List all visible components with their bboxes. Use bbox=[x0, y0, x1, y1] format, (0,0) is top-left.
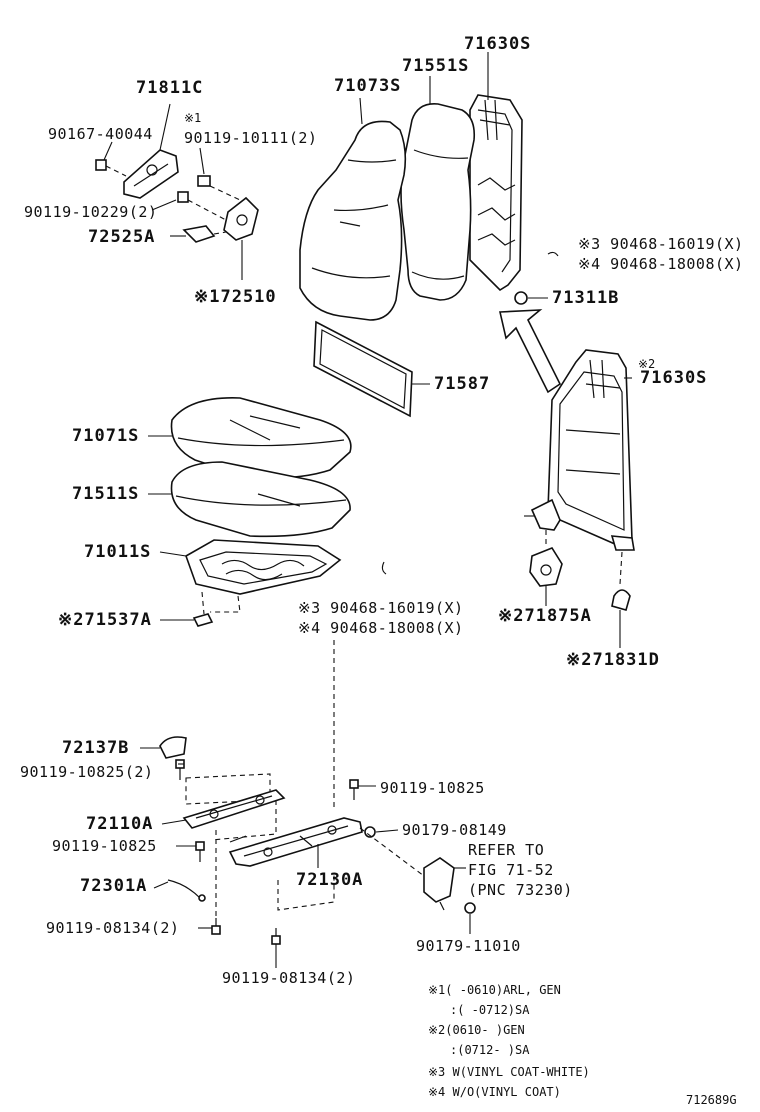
label-90119-08134-left: 90119-08134(2) bbox=[46, 919, 180, 937]
label-90119-10111: 90119-10111(2) bbox=[184, 129, 318, 147]
seat-cushion-pad bbox=[170, 461, 351, 538]
label-90119-10825-2: 90119-10825(2) bbox=[20, 763, 154, 781]
label-90468-16019-top: ※3 90468-16019(X) bbox=[578, 235, 744, 253]
label-90468-16019-mid: ※3 90468-16019(X) bbox=[298, 599, 464, 617]
label-90468-18008-top: ※4 90468-18008(X) bbox=[578, 255, 744, 273]
label-71811c: 71811C bbox=[136, 78, 204, 98]
label-72130a: 72130A bbox=[296, 870, 364, 890]
note-2a: ※2(0610- )GEN bbox=[428, 1023, 525, 1037]
label-90119-10825-right: 90119-10825 bbox=[380, 779, 485, 797]
note-1b: :( -0712)SA bbox=[450, 1003, 530, 1017]
label-90119-10229: 90119-10229(2) bbox=[24, 203, 158, 221]
label-71073s: 71073S bbox=[334, 76, 402, 96]
note-4: ※4 W/O(VINYL COAT) bbox=[428, 1085, 561, 1099]
label-71071s: 71071S bbox=[72, 426, 140, 446]
seatback-cover-front bbox=[299, 120, 407, 321]
label-71011s: 71011S bbox=[84, 542, 152, 562]
pin-90468-mid bbox=[381, 561, 387, 575]
label-72110a: 72110A bbox=[86, 814, 154, 834]
label-71311b: 71311B bbox=[552, 288, 620, 308]
diagram-id: 712689G bbox=[686, 1093, 737, 1107]
nut-71311b bbox=[514, 291, 528, 305]
label-71511s: 71511S bbox=[72, 484, 140, 504]
label-71587: 71587 bbox=[434, 374, 491, 394]
cap-71537a bbox=[192, 613, 214, 627]
label-71551s: 71551S bbox=[402, 56, 470, 76]
label-72137b: 72137B bbox=[62, 738, 130, 758]
note-2b: :(0712- )SA bbox=[450, 1043, 530, 1057]
label-72525a: 72525A bbox=[88, 227, 156, 247]
label-71630s-frame: 71630S bbox=[640, 368, 708, 388]
seat-rail-right bbox=[228, 817, 363, 911]
label-mark-2: ※2 bbox=[638, 357, 656, 371]
label-72301a: 72301A bbox=[80, 876, 148, 896]
seat-cushion-cover bbox=[170, 397, 352, 480]
label-mark-1: ※1 bbox=[184, 111, 202, 125]
label-90468-18008-mid: ※4 90468-18008(X) bbox=[298, 619, 464, 637]
pin-90468-top bbox=[547, 251, 559, 257]
label-71537a: ※271537A bbox=[58, 610, 152, 630]
note-3: ※3 W(VINYL COAT-WHITE) bbox=[428, 1065, 590, 1079]
assembly-arrow bbox=[499, 309, 562, 394]
bolts bbox=[175, 759, 376, 945]
seatbelt-buckle bbox=[359, 827, 476, 934]
label-90179-11010: 90179-11010 bbox=[416, 937, 521, 955]
recliner-cover-71875a bbox=[529, 530, 563, 606]
label-refer-pnc: (PNC 73230) bbox=[468, 881, 573, 899]
label-refer-fig: FIG 71-52 bbox=[468, 861, 554, 879]
leader-lines bbox=[103, 52, 632, 968]
seatback-board bbox=[313, 320, 413, 418]
seatback-cover-rear bbox=[400, 103, 476, 301]
label-90119-10825-left: 90119-10825 bbox=[52, 837, 157, 855]
seat-rail-left bbox=[182, 773, 286, 920]
label-90167-40044: 90167-40044 bbox=[48, 125, 153, 143]
seat-pan-frame bbox=[185, 539, 342, 595]
clip-71831d bbox=[611, 551, 631, 648]
seatback-frame-top bbox=[469, 94, 523, 292]
seatback-frame-assy bbox=[524, 349, 635, 551]
label-90179-08149: 90179-08149 bbox=[402, 821, 507, 839]
note-1a: ※1( -0610)ARL, GEN bbox=[428, 983, 561, 997]
release-cable-72301a bbox=[153, 879, 206, 902]
label-72510: ※172510 bbox=[194, 287, 277, 307]
label-71875a: ※271875A bbox=[498, 606, 592, 626]
label-71630s-top: 71630S bbox=[464, 34, 532, 54]
label-90119-08134-bottom: 90119-08134(2) bbox=[222, 969, 356, 987]
label-71831d: ※271831D bbox=[566, 650, 660, 670]
label-refer-to: REFER TO bbox=[468, 841, 545, 859]
recliner-cover-group bbox=[95, 149, 259, 280]
nut-90179-08149 bbox=[364, 826, 376, 838]
knob-cover-72137b bbox=[159, 736, 187, 759]
